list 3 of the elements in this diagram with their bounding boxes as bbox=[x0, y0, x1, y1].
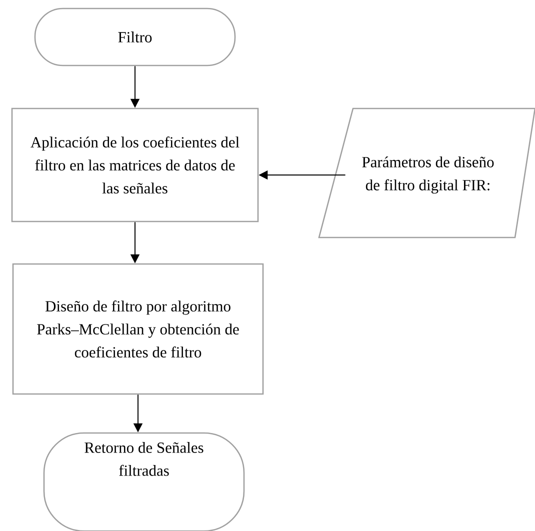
process-box: Diseño de filtro por algoritmo Parks–McClellan y obtención de coeficientes de filtro bbox=[12, 263, 264, 395]
process-box: Aplicación de los coeficientes del filtro en las matrices de datos de las señales bbox=[11, 108, 259, 222]
data-parallelogram: Parámetros de diseño de filtro digital FIR: bbox=[318, 108, 535, 238]
